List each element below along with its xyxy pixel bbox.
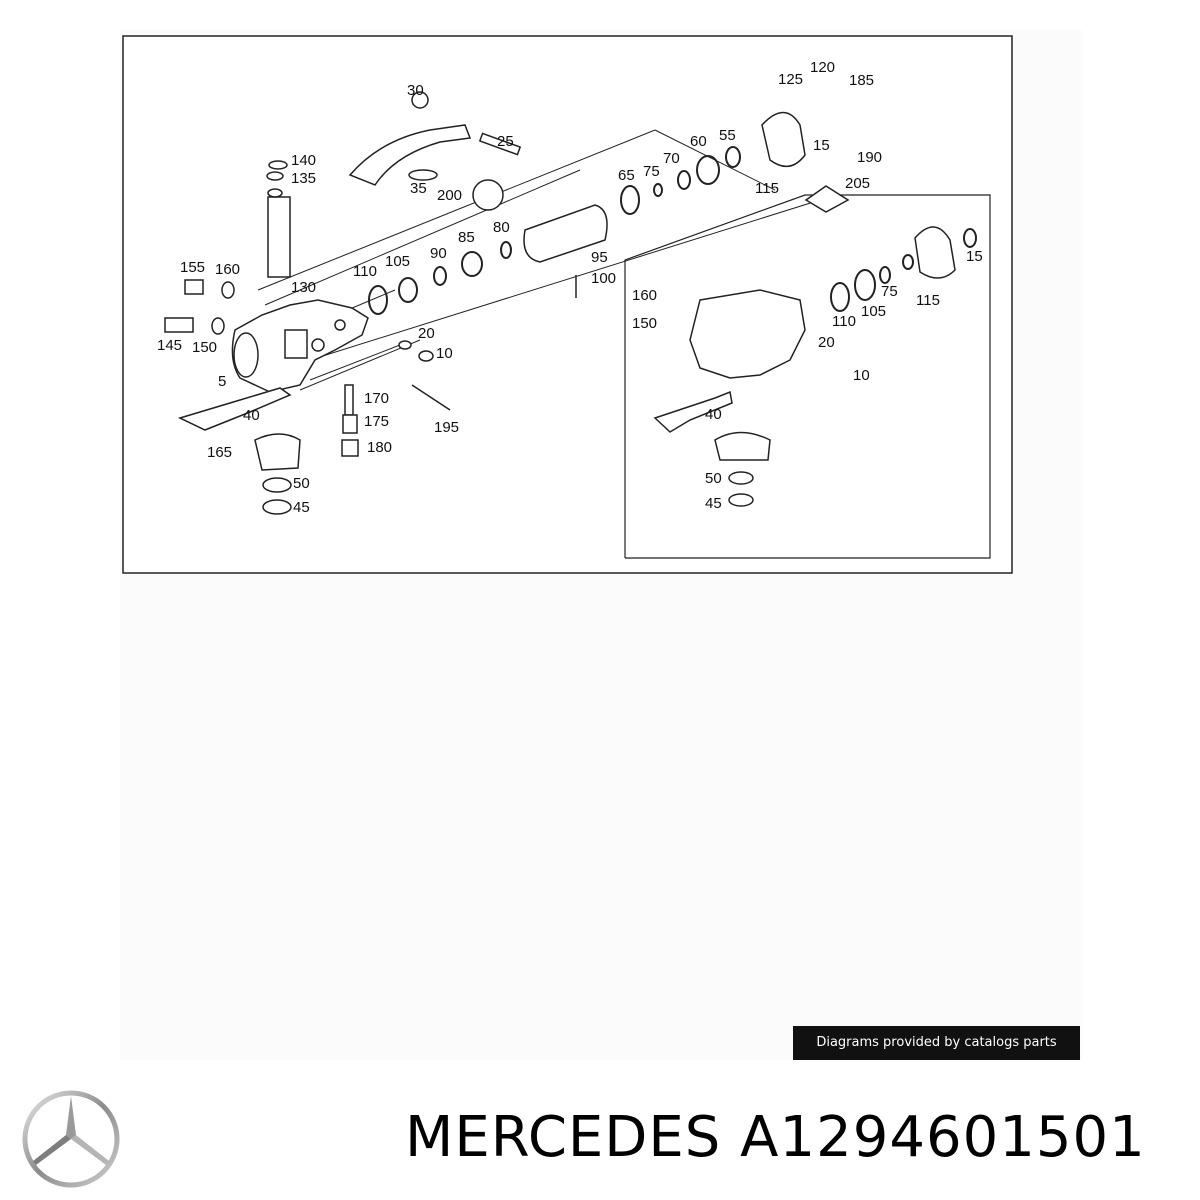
callout-labels: 30 25 140 135 35 200 155 160 130 145 150… xyxy=(157,59,983,516)
callout: 105 xyxy=(385,253,410,270)
steering-gear-housing xyxy=(231,299,369,393)
callout: 160 xyxy=(632,287,657,304)
seal-rings xyxy=(368,146,977,315)
pitman-arm xyxy=(177,387,292,431)
callout: 205 xyxy=(845,175,870,192)
callout: 115 xyxy=(755,180,779,197)
callout: 185 xyxy=(849,72,874,89)
callout: 50 xyxy=(705,470,722,487)
callout: 125 xyxy=(778,71,803,88)
callout: 150 xyxy=(192,339,217,356)
callout: 180 xyxy=(367,439,392,456)
callout: 120 xyxy=(810,59,835,76)
callout: 165 xyxy=(207,444,232,461)
callout: 50 xyxy=(293,475,310,492)
callout: 10 xyxy=(436,345,453,362)
callout: 5 xyxy=(218,373,226,390)
callout: 40 xyxy=(705,406,722,423)
callout: 35 xyxy=(410,180,427,197)
callout: 65 xyxy=(618,167,635,184)
callout: 20 xyxy=(418,325,435,342)
callout: 45 xyxy=(705,495,722,512)
callout: 130 xyxy=(291,279,316,296)
callout: 90 xyxy=(430,245,447,262)
callout: 25 xyxy=(497,133,514,150)
inset-housing xyxy=(653,289,806,507)
callout: 160 xyxy=(215,261,240,278)
mercedes-star-icon xyxy=(22,1090,120,1188)
callout: 75 xyxy=(643,163,660,180)
callout: 170 xyxy=(364,390,389,407)
callout: 10 xyxy=(853,367,870,384)
callout: 110 xyxy=(832,313,856,330)
guide-lines xyxy=(257,129,821,391)
callout: 100 xyxy=(591,270,616,287)
callout: 115 xyxy=(916,292,940,309)
valve-housings xyxy=(761,111,956,279)
callout: 60 xyxy=(690,133,707,150)
callout: 150 xyxy=(632,315,657,332)
callout: 105 xyxy=(861,303,886,320)
callout: 190 xyxy=(857,149,882,166)
callout: 145 xyxy=(157,337,182,354)
diagram-credit-caption: Diagrams provided by catalogs parts xyxy=(793,1026,1080,1060)
inset-frame xyxy=(624,194,991,559)
callout: 20 xyxy=(818,334,835,351)
brand-part-number: MERCEDES A1294601501 xyxy=(405,1105,1146,1170)
callout: 200 xyxy=(437,187,462,204)
callout: 110 xyxy=(353,263,377,280)
callout: 40 xyxy=(243,407,260,424)
callout: 140 xyxy=(291,152,316,169)
lower-parts xyxy=(164,91,577,515)
callout: 155 xyxy=(180,259,205,276)
callout: 45 xyxy=(293,499,310,516)
callout: 15 xyxy=(966,248,983,265)
upper-arm xyxy=(348,124,472,186)
callout: 175 xyxy=(364,413,389,430)
callout: 195 xyxy=(434,419,459,436)
sector-shaft xyxy=(267,196,291,278)
callout: 85 xyxy=(458,229,475,246)
callout: 30 xyxy=(407,82,424,99)
callout: 135 xyxy=(291,170,316,187)
callout: 80 xyxy=(493,219,510,236)
callout: 15 xyxy=(813,137,830,154)
callout: 55 xyxy=(719,127,736,144)
piston-cylinder xyxy=(523,204,608,263)
callout: 70 xyxy=(663,150,680,167)
callout: 95 xyxy=(591,249,608,266)
callout: 75 xyxy=(881,283,898,300)
